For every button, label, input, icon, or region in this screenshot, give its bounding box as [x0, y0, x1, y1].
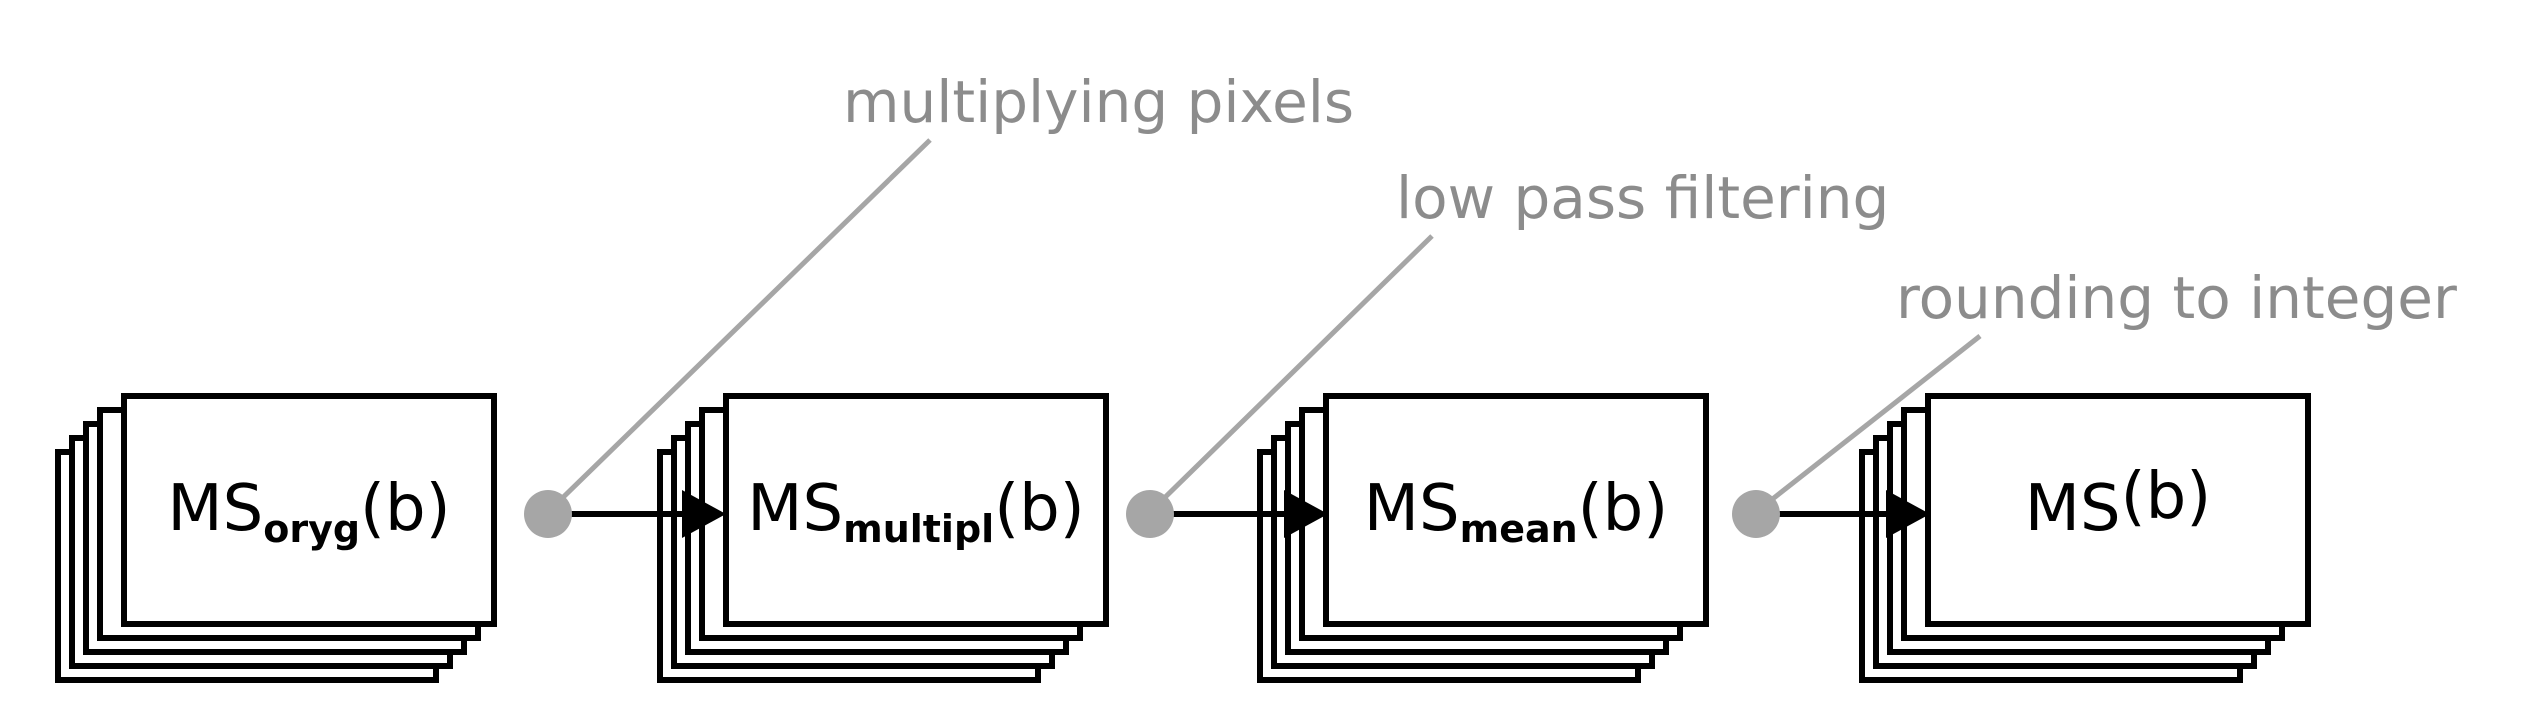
stage-label: MS(b) — [2025, 460, 2211, 546]
leader-line — [1148, 234, 1434, 514]
stage-box-front — [1925, 393, 2311, 627]
step-label: rounding to integer — [1896, 264, 2457, 332]
stage-label: MSmultipl(b) — [747, 472, 1085, 551]
stage-box-front — [1323, 393, 1709, 627]
process-node-icon — [524, 490, 572, 538]
stage-box-oryg: MSoryg(b) — [55, 393, 497, 683]
stage-label: MSmean(b) — [1364, 472, 1668, 551]
step-label: low pass filtering — [1396, 164, 1889, 232]
stage-box-mean: MSmean(b) — [1257, 393, 1709, 683]
connector-2: low pass filtering — [1126, 164, 1889, 538]
stage-box-front — [723, 393, 1109, 627]
arrow-head-icon — [682, 490, 726, 538]
step-label: multiplying pixels — [843, 68, 1354, 136]
stage-box-final: MS(b) — [1859, 393, 2311, 683]
arrow-head-icon — [1284, 490, 1328, 538]
leader-line — [1754, 334, 1982, 514]
process-node-icon — [1126, 490, 1174, 538]
arrow-head-icon — [1886, 490, 1930, 538]
process-node-icon — [1732, 490, 1780, 538]
connector-1: multiplying pixels — [524, 68, 1354, 538]
connector-3: rounding to integer — [1732, 264, 2457, 538]
stage-label: MSoryg(b) — [167, 472, 450, 551]
stage-box-front — [121, 393, 497, 627]
leader-line — [546, 138, 932, 514]
stage-box-multipl: MSmultipl(b) — [657, 393, 1109, 683]
